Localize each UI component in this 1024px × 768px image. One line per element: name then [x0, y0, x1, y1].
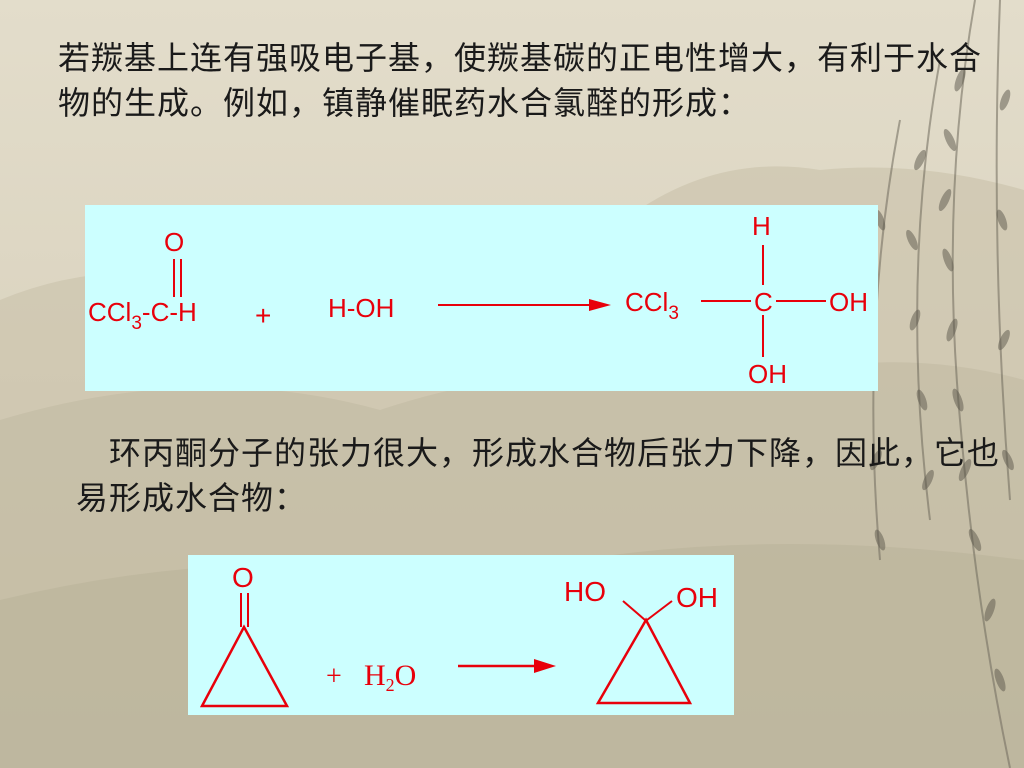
reaction-scheme-cyclopropanone: O + H2O HO OH: [199, 562, 718, 708]
cyclopropane-ring: [595, 617, 693, 705]
bond-line: [622, 600, 646, 621]
product-hydroxyl-bottom-label: OH: [748, 359, 787, 389]
subscript-2: 2: [386, 675, 395, 695]
water-h-text: H: [364, 659, 386, 692]
aldehyde-tail-text: -C-H: [142, 297, 197, 327]
product-hydrogen-label: H: [752, 211, 771, 241]
product-hydroxyl-right-label: OH: [676, 582, 718, 613]
ketone-oxygen-label: O: [232, 562, 254, 593]
cyclopropanone-paragraph: 环丙酮分子的张力很大，形成水合物后张力下降，因此，它也易形成水合物：: [76, 434, 1001, 517]
plus-sign: +: [326, 661, 342, 692]
product-trichloromethyl-label: CCl3: [625, 287, 679, 324]
reactant-trichloromethyl-label: CCl3-C-H: [88, 297, 197, 334]
cyclopropane-ring: [199, 624, 290, 708]
reaction-scheme-chloral: O CCl3-C-H + H-OH H CCl3 C OH OH: [88, 211, 868, 389]
plus-sign: +: [255, 300, 271, 331]
ccl-text: CCl: [88, 297, 131, 327]
product-carbon-label: C: [754, 287, 773, 317]
reaction-box-chloral-hydrate: O CCl3-C-H + H-OH H CCl3 C OH OH: [85, 205, 878, 391]
product-hydroxyl-right-label: OH: [829, 287, 868, 317]
reaction-arrow-head: [534, 659, 556, 673]
water-o-text: O: [395, 659, 417, 692]
carbonyl-oxygen-label: O: [164, 227, 184, 257]
ccl-text: CCl: [625, 287, 668, 317]
reaction-arrow-head: [589, 299, 611, 311]
water-formula: H2O: [364, 659, 416, 695]
reaction-box-cyclopropanone: O + H2O HO OH: [188, 555, 734, 715]
water-label: H-OH: [328, 293, 394, 323]
intro-paragraph: 若羰基上连有强吸电子基，使羰基碳的正电性增大，有利于水合物的生成。例如，镇静催眠…: [58, 39, 983, 122]
product-hydroxyl-left-label: HO: [564, 576, 606, 607]
subscript-3: 3: [131, 313, 142, 334]
bond-line: [646, 600, 673, 621]
subscript-3: 3: [668, 303, 679, 324]
